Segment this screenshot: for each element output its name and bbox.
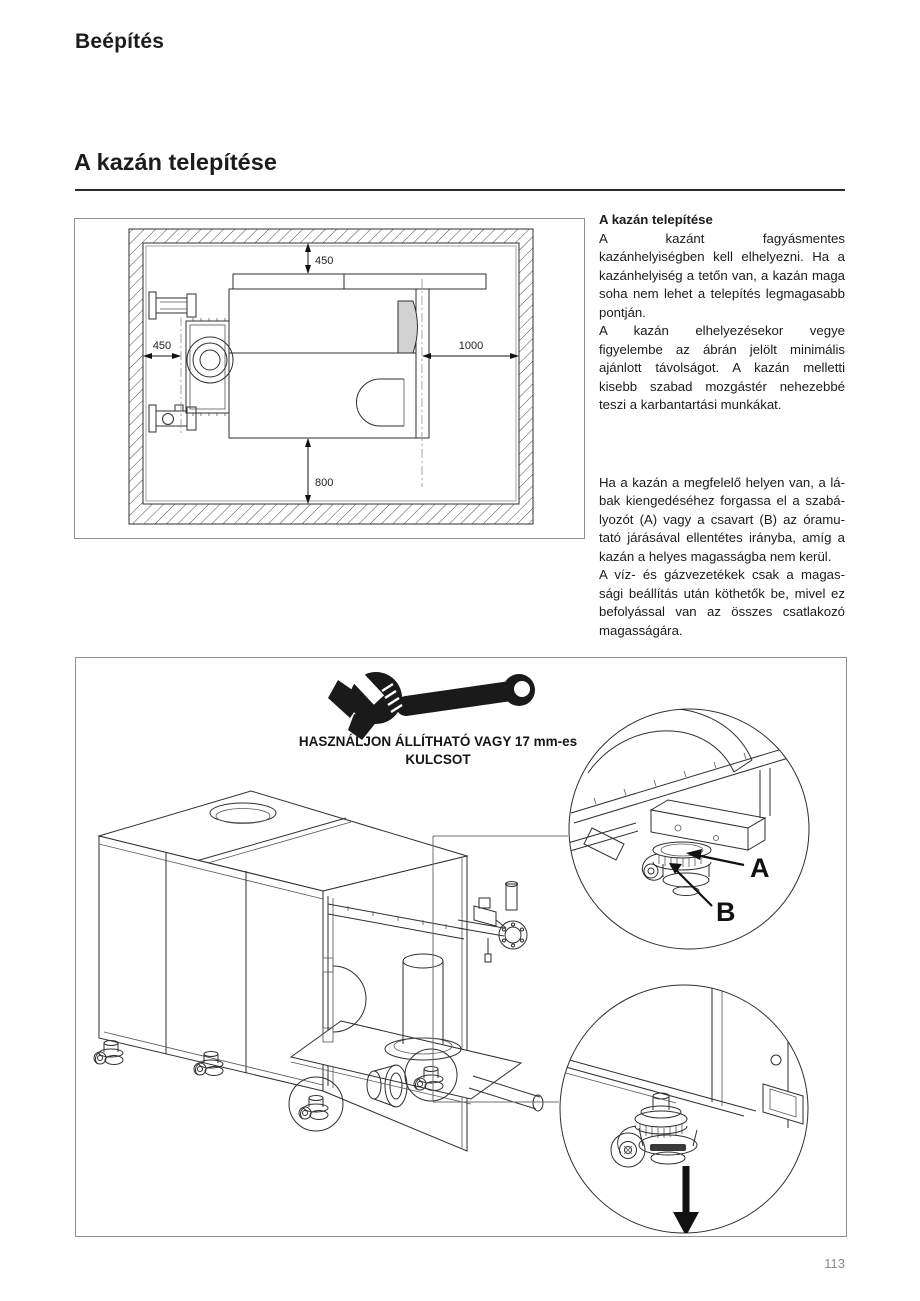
text-line: kazán a helyes magasságba nem kerül. xyxy=(599,548,832,564)
paragraph-2: A kazán elhelyezésekor vegye figyelembe … xyxy=(599,322,845,415)
dimension-left: 450 xyxy=(143,340,181,359)
page-number: 113 xyxy=(824,1256,845,1271)
gas-train xyxy=(457,881,528,963)
paragraph-4: A víz- és gázvezetékek csak a magas- ság… xyxy=(599,566,845,640)
caster-detail-top xyxy=(642,841,712,896)
clearance-diagram-svg: 450 450 1000 800 xyxy=(128,228,534,525)
label-a: A xyxy=(750,853,770,883)
dim-left-label: 450 xyxy=(153,340,171,352)
text-line: kisebb szabad mozgástér nehezebbé xyxy=(599,378,845,394)
dimension-right: 1000 xyxy=(422,340,519,359)
wrench-caption-line2: KULCSOT xyxy=(405,752,471,767)
dim-bottom-label: 800 xyxy=(315,477,333,489)
text-line: A kazán elhelyezésekor vegye xyxy=(599,323,845,338)
control-panel-gray xyxy=(397,300,418,354)
text-line: teszi a karbantartási munkákat. xyxy=(599,397,782,412)
paragraph-3: Ha a kazán a megfelelő helyen van, a lá-… xyxy=(599,474,845,567)
down-arrow xyxy=(673,1166,699,1233)
dimension-bottom: 800 xyxy=(305,438,333,504)
text-line: magasságára. xyxy=(599,622,683,638)
text-line: ajánlott távolságot. A kazán melletti xyxy=(599,360,845,375)
dim-right-label: 1000 xyxy=(459,340,483,352)
text-line: kazánhelyiségben kell elhelyezni. Ha a xyxy=(599,249,845,264)
detail-bottom-content xyxy=(561,985,804,1233)
plate-screw-ticks xyxy=(192,318,226,416)
column-title: A kazán telepítése xyxy=(599,212,713,227)
return-pipe xyxy=(148,404,197,433)
flue-opening xyxy=(209,802,277,824)
text-line: A kazánt fagyásmentes xyxy=(599,230,845,246)
text-line: Ha a kazán a megfelelő helyen van, a lá- xyxy=(599,474,845,490)
dimension-top: 450 xyxy=(305,243,333,274)
burner-circle xyxy=(186,336,234,384)
text-line: figyelembe az ábrán jelölt minimális xyxy=(599,341,845,357)
cylinder-vessel xyxy=(384,953,462,1061)
wrench-caption-line1: HASZNÁLJON ÁLLÍTHATÓ VAGY 17 mm-es xyxy=(299,734,577,749)
caster-detail-bottom xyxy=(610,1092,698,1168)
text-line: bak kiengedéséhez forgassa el a szabá- xyxy=(599,493,845,508)
text-line: sági beállítás után köthetők be, mivel e… xyxy=(599,585,845,601)
foot-highlight-circle xyxy=(404,1048,458,1102)
text-line: tató járásával ellentétes irányba, amíg … xyxy=(599,530,845,545)
detail-circle-bottom xyxy=(559,984,809,1234)
wrench-icon xyxy=(328,658,535,740)
section-title: Beépítés xyxy=(75,30,165,53)
text-line: pontján. xyxy=(599,304,646,320)
figure-leveling-diagram: HASZNÁLJON ÁLLÍTHATÓ VAGY 17 mm-es KULCS… xyxy=(75,657,847,1237)
text-line: befolyással van az összes csatlakozó xyxy=(599,604,845,619)
paragraph-1: A kazánt fagyásmentes kazánhelyiségben k… xyxy=(599,230,845,323)
text-line: lyozót (A) vagy a csavart (B) az óramu- xyxy=(599,511,845,527)
caster-foot xyxy=(298,1095,329,1120)
leveling-diagram-svg: HASZNÁLJON ÁLLÍTHATÓ VAGY 17 mm-es KULCS… xyxy=(93,658,810,1234)
boiler-isometric-view xyxy=(93,790,544,1152)
paragraph-gap xyxy=(599,415,845,474)
title-rule xyxy=(75,189,845,191)
figure-clearance-diagram: 450 450 1000 800 xyxy=(74,218,585,539)
dim-top-label: 450 xyxy=(315,255,333,267)
flow-pipe xyxy=(148,291,197,320)
text-line: A víz- és gázvezetékek csak a magas- xyxy=(599,567,845,582)
text-line: soha nem lehet a telepítés legmagasabb xyxy=(599,286,845,301)
page-title: A kazán telepítése xyxy=(74,149,277,175)
brand-text-illegible xyxy=(650,1144,686,1151)
caster-foot xyxy=(93,1040,124,1065)
foot-highlight-circle xyxy=(288,1076,344,1132)
room-walls xyxy=(128,228,534,525)
callout-lines xyxy=(432,835,568,1103)
label-b: B xyxy=(716,897,736,927)
boiler-plan-view xyxy=(148,273,487,487)
text-line: kazánhelyiség a tetőn van, a kazán maga xyxy=(599,267,845,283)
body-text-column: A kazán telepítése A kazánt fagyásmentes… xyxy=(599,211,845,640)
